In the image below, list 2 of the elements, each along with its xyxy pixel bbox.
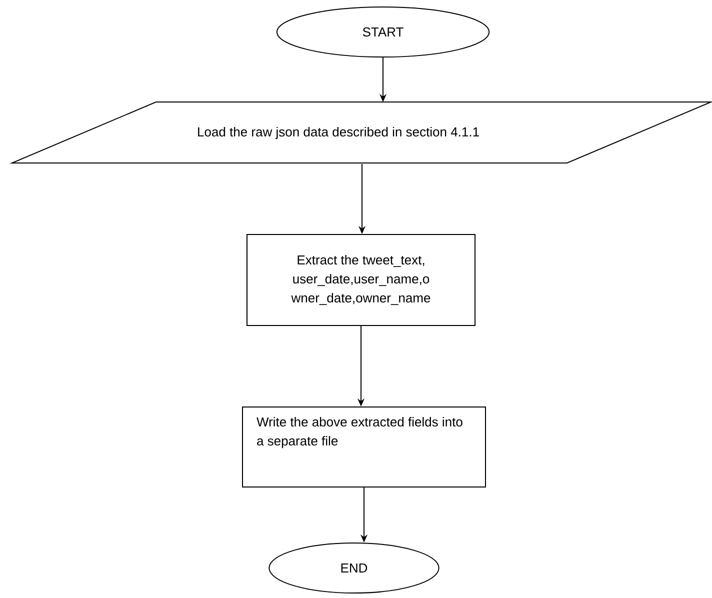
process-box: Write the above extracted fields into a separate file: [242, 406, 486, 488]
process-box: Extract the tweet_text, user_date,user_name,o wner_date,owner_name: [246, 234, 476, 326]
